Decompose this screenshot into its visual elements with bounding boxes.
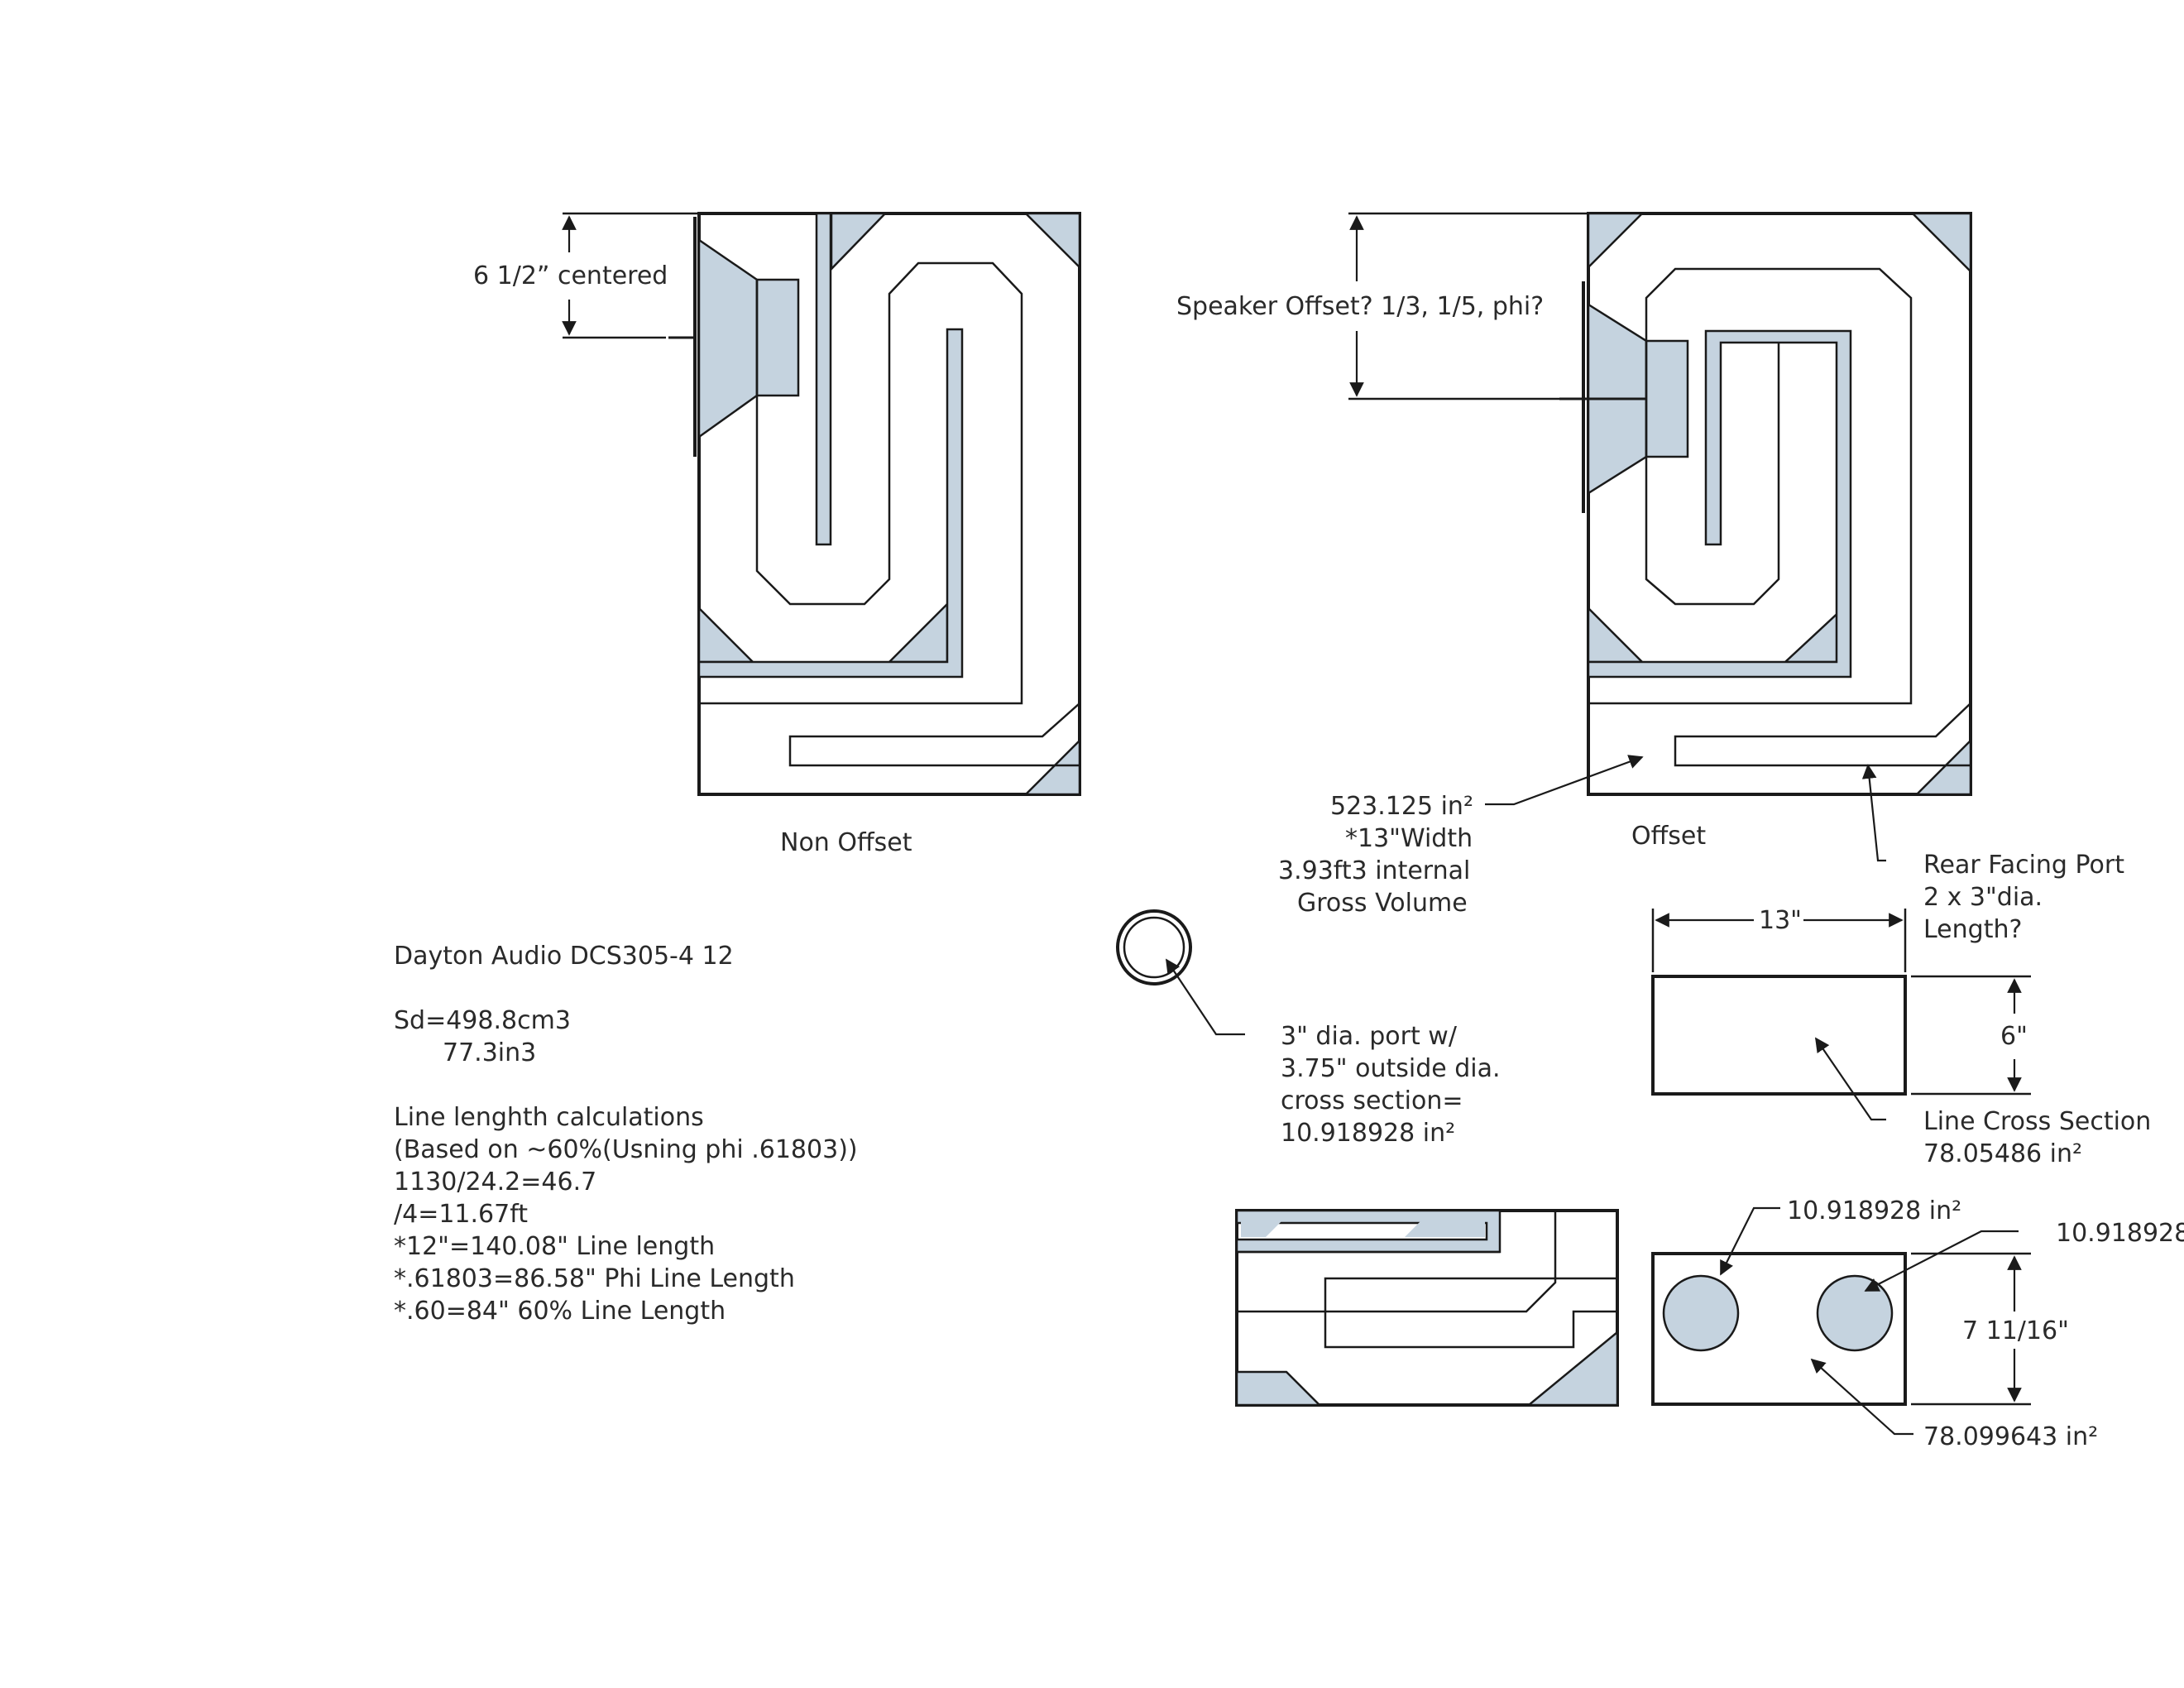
label-non-offset: Non Offset	[780, 828, 912, 857]
note-line: *12"=140.08" Line length	[394, 1232, 715, 1261]
label-height-6: 6"	[2000, 1022, 2028, 1051]
speaker-driver	[697, 237, 759, 439]
port-left	[1662, 1274, 1740, 1352]
line-cross-section	[1651, 975, 1907, 1096]
label-width-13: 13"	[1759, 906, 1802, 935]
port-right	[1816, 1274, 1894, 1352]
note-line: Dayton Audio DCS305-4 12	[394, 942, 734, 971]
offset-cabinet	[1559, 212, 1972, 796]
dual-port-section	[1651, 1252, 1907, 1406]
label-line-cs-2: 78.05486 in²	[1923, 1139, 2082, 1168]
note-line: *.60=84" 60% Line Length	[394, 1297, 726, 1326]
label-port-note-4: 10.918928 in²	[1281, 1119, 1455, 1148]
note-line: 1130/24.2=46.7	[394, 1168, 596, 1196]
bottom-cabinet	[1235, 1209, 1619, 1407]
dimensions	[562, 212, 2031, 1406]
label-rear-port-1: Rear Facing Port	[1923, 851, 2124, 880]
label-centered: 6 1/2” centered	[473, 261, 668, 290]
label-height-7: 7 11/16"	[1962, 1316, 2069, 1345]
label-area-4: Gross Volume	[1297, 889, 1468, 918]
label-area-3: 3.93ft3 internal	[1278, 856, 1470, 885]
non-offset-cabinet	[668, 212, 1081, 796]
label-port-area-right: 10.918928	[2056, 1219, 2184, 1248]
note-line: Line lenghth calculations	[394, 1103, 704, 1132]
note-line: *.61803=86.58" Phi Line Length	[394, 1264, 795, 1293]
label-area-2: *13"Width	[1345, 824, 1473, 853]
note-line: (Based on ~60%(Usning phi .61803))	[394, 1135, 858, 1164]
leaders	[1166, 755, 2019, 1436]
label-port-note-1: 3" dia. port w/	[1281, 1022, 1458, 1051]
notes-block: Dayton Audio DCS305-4 12 Sd=498.8cm3 77.…	[394, 942, 858, 1326]
note-line: Sd=498.8cm3	[394, 1006, 571, 1035]
port-circle	[1116, 909, 1192, 985]
label-offset: Offset	[1631, 822, 1706, 851]
label-port-note-2: 3.75" outside dia.	[1281, 1054, 1501, 1083]
note-line: 77.3in3	[443, 1038, 536, 1067]
label-area-1: 523.125 in²	[1330, 792, 1473, 821]
label-port-area-left: 10.918928 in²	[1787, 1196, 1961, 1225]
labels: 6 1/2” centered Speaker Offset? 1/3, 1/5…	[473, 261, 2184, 1451]
label-speaker-offset: Speaker Offset? 1/3, 1/5, phi?	[1176, 292, 1544, 321]
label-line-cs-1: Line Cross Section	[1923, 1107, 2151, 1136]
label-port-note-3: cross section=	[1281, 1086, 1463, 1115]
label-rear-port-2: 2 x 3"dia.	[1923, 883, 2043, 912]
label-rear-port-3: Length?	[1923, 915, 2022, 944]
label-bottom-area: 78.099643 in²	[1923, 1422, 2098, 1451]
note-line: /4=11.67ft	[394, 1200, 528, 1229]
